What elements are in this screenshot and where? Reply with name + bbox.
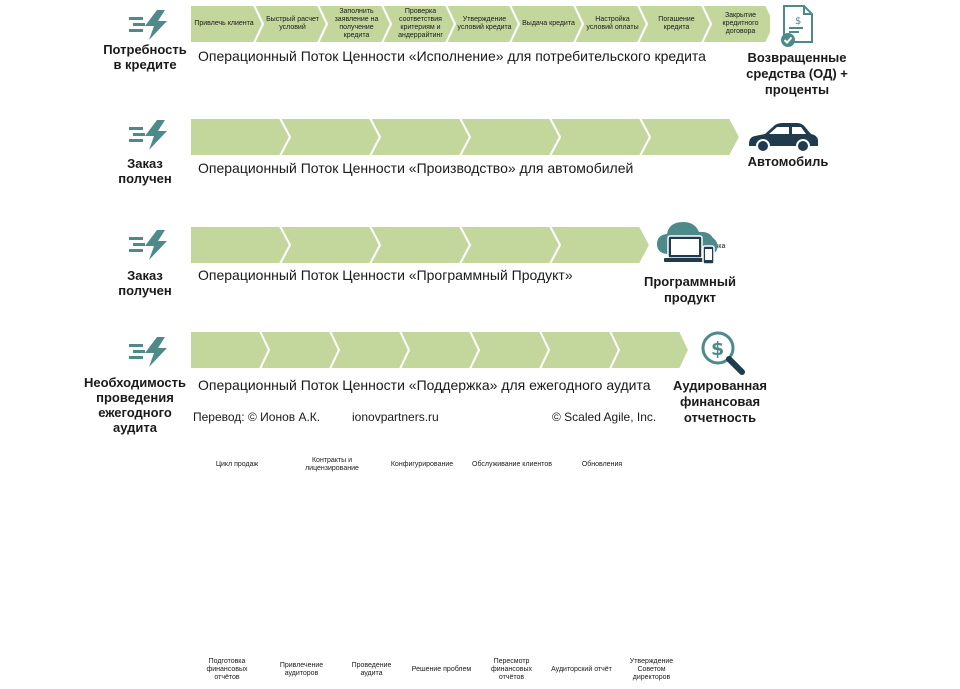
step-label: Утверждение условий кредита bbox=[457, 16, 512, 31]
outcome-label: Аудированная финансовая отчетность bbox=[673, 378, 767, 425]
step-label: Утверждение Советом директоров bbox=[629, 658, 674, 681]
step-label: Обслуживание клиентов bbox=[472, 461, 552, 468]
step-chevron bbox=[700, 5, 770, 43]
lightning-speed-icon bbox=[129, 337, 167, 367]
steps-chevron-band bbox=[190, 331, 691, 369]
steps-chevron-band bbox=[190, 118, 742, 156]
step-label: Быстрый расчет условий bbox=[266, 16, 319, 31]
step-chevron bbox=[538, 331, 621, 369]
value-stream-consumer-credit: Потребность в кредите Привлечь клиента Бы… bbox=[0, 0, 960, 110]
trigger-label: Необходимость проведения ежегодного ауди… bbox=[84, 375, 186, 435]
step-label: Цикл продаж bbox=[215, 461, 259, 468]
outcome-label: Возвращенные средства (ОД) + проценты bbox=[746, 50, 848, 97]
step-chevron bbox=[444, 5, 521, 43]
step-chevron bbox=[316, 5, 393, 43]
step-chevron bbox=[190, 226, 292, 264]
lightning-speed-icon bbox=[129, 230, 167, 260]
outcome-label: Автомобиль bbox=[747, 154, 829, 169]
step-label: Решение проблем bbox=[411, 666, 472, 673]
document-check-icon: $ bbox=[781, 5, 813, 47]
step-chevron bbox=[638, 118, 742, 156]
step-chevron bbox=[548, 226, 652, 264]
step-chevron bbox=[328, 331, 411, 369]
value-stream-annual-audit: Необходимость проведения ежегодного ауди… bbox=[0, 320, 960, 681]
step-chevron bbox=[458, 226, 562, 264]
step-chevron bbox=[190, 331, 271, 369]
step-chevron bbox=[368, 118, 472, 156]
trigger-label: Потребность в кредите bbox=[103, 42, 187, 72]
step-label: Аудиторский отчёт bbox=[551, 666, 612, 673]
step-chevron bbox=[468, 331, 551, 369]
stream-title: Операционный Поток Ценности «Производств… bbox=[198, 160, 634, 176]
step-chevron bbox=[458, 118, 562, 156]
car-icon bbox=[749, 123, 818, 153]
step-chevron bbox=[278, 118, 382, 156]
copyright-notice: © Scaled Agile, Inc. bbox=[552, 410, 657, 424]
steps-chevron-band bbox=[190, 5, 770, 43]
stream-title: Операционный Поток Ценности «Программный… bbox=[198, 267, 573, 283]
step-label: Пересмотр финансовых отчётов bbox=[490, 658, 532, 681]
step-label: Обновления bbox=[581, 461, 623, 468]
cloud-devices-icon bbox=[657, 222, 718, 265]
step-label: Погашение кредита bbox=[658, 16, 695, 31]
translation-credit: Перевод: © Ионов А.К. bbox=[193, 410, 321, 424]
step-chevron bbox=[380, 5, 457, 43]
stream-title: Операционный Поток Ценности «Поддержка» … bbox=[198, 377, 651, 393]
step-chevron bbox=[608, 331, 691, 369]
step-chevron bbox=[636, 5, 713, 43]
lightning-speed-icon bbox=[129, 10, 167, 40]
step-label: Привлечь клиента bbox=[194, 20, 254, 27]
step-chevron bbox=[368, 226, 472, 264]
step-chevron bbox=[278, 226, 382, 264]
step-chevron bbox=[548, 118, 652, 156]
step-chevron bbox=[398, 331, 481, 369]
step-label: Заполнить заявление на получение кредита bbox=[334, 8, 379, 39]
trigger-label: Заказ получен bbox=[118, 156, 172, 186]
lightning-speed-icon bbox=[129, 120, 167, 150]
stream-title: Операционный Поток Ценности «Исполнение»… bbox=[198, 48, 706, 64]
dollar-magnifier-icon: $ bbox=[701, 331, 745, 375]
step-label: Конфигурирование bbox=[390, 461, 454, 468]
step-label: Проведение аудита bbox=[351, 662, 392, 677]
step-label: Контракты и лицензирование bbox=[305, 457, 359, 472]
step-chevron bbox=[252, 5, 329, 43]
step-label: Проверка соответствия критериям и андерр… bbox=[398, 8, 443, 39]
value-stream-software-product: Заказ получен Цикл продаж Контракты и лиц… bbox=[0, 220, 960, 472]
site-link[interactable]: ionovpartners.ru bbox=[352, 410, 439, 424]
step-chevron bbox=[258, 331, 341, 369]
step-chevron bbox=[190, 118, 292, 156]
step-label: Подготовка финансовых отчётов bbox=[206, 658, 248, 681]
outcome-label: Программный продукт bbox=[644, 274, 736, 305]
step-label: Привлечение аудиторов bbox=[279, 662, 324, 677]
step-label: Закрытие кредитного договора bbox=[722, 12, 759, 35]
step-chevron bbox=[572, 5, 649, 43]
step-label: Настройка условий оплаты bbox=[586, 16, 639, 31]
svg-text:$: $ bbox=[795, 16, 801, 27]
step-label: Выдача кредита bbox=[522, 20, 575, 27]
value-stream-car-production: Заказ получен Закупка материаловУправлен… bbox=[0, 110, 960, 254]
step-chevron bbox=[508, 5, 585, 43]
steps-chevron-band bbox=[190, 226, 652, 264]
trigger-label: Заказ получен bbox=[118, 268, 172, 298]
svg-text:$: $ bbox=[711, 338, 724, 360]
